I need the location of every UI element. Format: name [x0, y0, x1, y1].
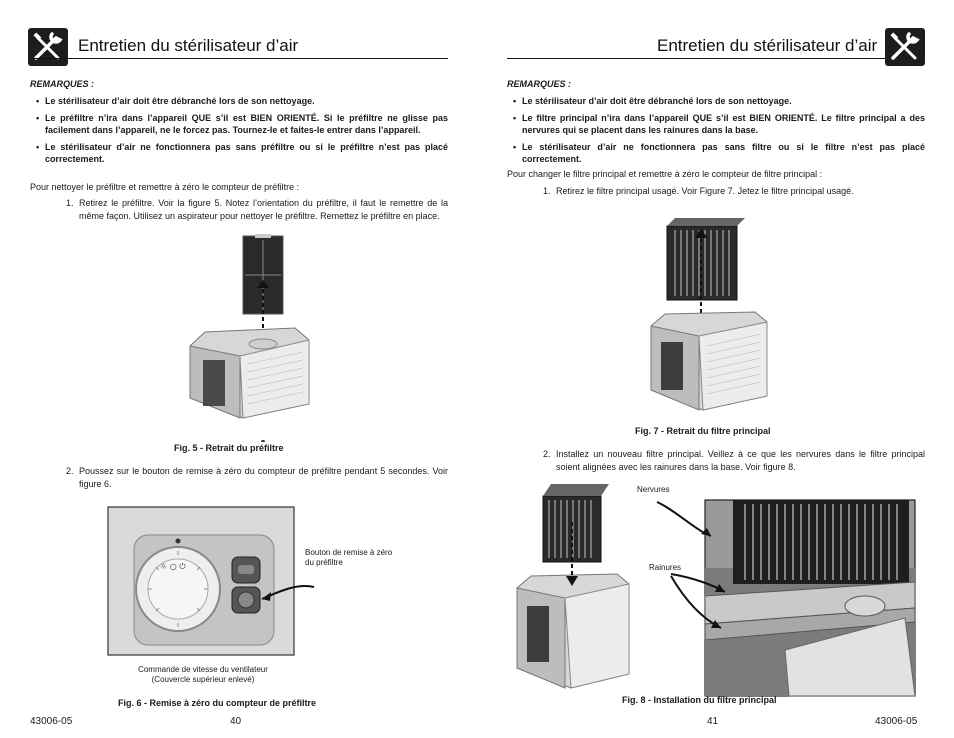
figure-8-unit-illustration [516, 484, 630, 689]
svg-text:☼ ○ ⏻: ☼ ○ ⏻ [160, 562, 186, 571]
figure-5-illustration [189, 234, 310, 442]
remarques-label: REMARQUES : [507, 79, 572, 89]
page-number: 41 [707, 716, 719, 727]
right-page: Entretien du stérilisateur d’air REMARQU… [477, 0, 954, 738]
nervures-label: Nervures [637, 485, 670, 494]
page-title: Entretien du stérilisateur d’air [657, 36, 878, 55]
reset-button-label: Bouton de remise à zéro du préfiltre [305, 548, 392, 568]
step-number: 2. [543, 449, 551, 459]
rainures-label: Rainures [649, 563, 682, 572]
step-text: Retirez le filtre principal usagé. Voir … [556, 186, 854, 196]
note-item: Le filtre principal n’ira dans l’apparei… [513, 112, 925, 137]
note-item: Le stérilisateur d’air doit être débranc… [36, 95, 448, 108]
note-item: Le stérilisateur d’air doit être débranc… [513, 95, 925, 108]
doc-number: 43006-05 [875, 716, 918, 727]
step-number: 2. [66, 466, 74, 476]
notes-list: Le stérilisateur d’air doit être débranc… [513, 95, 925, 170]
figure-8-detail-illustration [656, 499, 916, 697]
reset-button-label-line-1: Bouton de remise à zéro [305, 548, 393, 557]
figure-7-caption: Fig. 7 - Retrait du filtre principal [635, 426, 771, 436]
wrench-screwdriver-icon [28, 28, 68, 66]
step-text: Retirez le préfiltre. Voir la figure 5. … [79, 198, 448, 221]
step-number: 1. [543, 186, 551, 196]
remarques-label: REMARQUES : [30, 79, 95, 89]
step-text: Installez un nouveau filtre principal. V… [556, 449, 925, 472]
fan-speed-label-line-2: (Couvercle supérieur enlevé) [151, 675, 255, 684]
figure-7-illustration [650, 218, 768, 411]
doc-number: 43006-05 [30, 716, 73, 727]
step-2: 2. Installez un nouveau filtre principal… [543, 448, 925, 473]
note-item: Le stérilisateur d’air ne fonctionnera p… [513, 141, 925, 166]
intro-text: Pour changer le filtre principal et reme… [507, 169, 823, 179]
header-rule [30, 58, 448, 59]
notes-list: Le stérilisateur d’air doit être débranc… [36, 95, 448, 170]
step-number: 1. [66, 198, 74, 208]
left-page: Entretien du stérilisateur d’air REMARQU… [0, 0, 477, 738]
wrench-screwdriver-icon [885, 28, 925, 66]
reset-button-label-line-2: du préfiltre [305, 558, 343, 567]
step-2: 2. Poussez sur le bouton de remise à zér… [66, 465, 448, 490]
step-text: Poussez sur le bouton de remise à zéro d… [79, 466, 448, 489]
note-item: Le stérilisateur d’air ne fonctionnera p… [36, 141, 448, 166]
intro-text: Pour nettoyer le préfiltre et remettre à… [30, 182, 300, 192]
page-title: Entretien du stérilisateur d’air [78, 36, 299, 55]
step-1: 1. Retirez le filtre principal usagé. Vo… [543, 185, 925, 198]
fan-speed-label: Commande de vitesse du ventilateur (Couv… [133, 665, 273, 685]
note-item: Le préfiltre n’ira dans l’appareil QUE s… [36, 112, 448, 137]
step-1: 1. Retirez le préfiltre. Voir la figure … [66, 197, 448, 222]
figure-6-caption: Fig. 6 - Remise à zéro du compteur de pr… [118, 698, 317, 708]
header-rule [507, 58, 922, 59]
page-number: 40 [230, 716, 242, 727]
fan-speed-label-line-1: Commande de vitesse du ventilateur [138, 665, 268, 674]
figure-5-caption: Fig. 5 - Retrait du préfiltre [174, 443, 284, 453]
figure-8-caption: Fig. 8 - Installation du filtre principa… [622, 695, 777, 705]
figure-6-illustration: ☼ ○ ⏻ [107, 506, 315, 656]
